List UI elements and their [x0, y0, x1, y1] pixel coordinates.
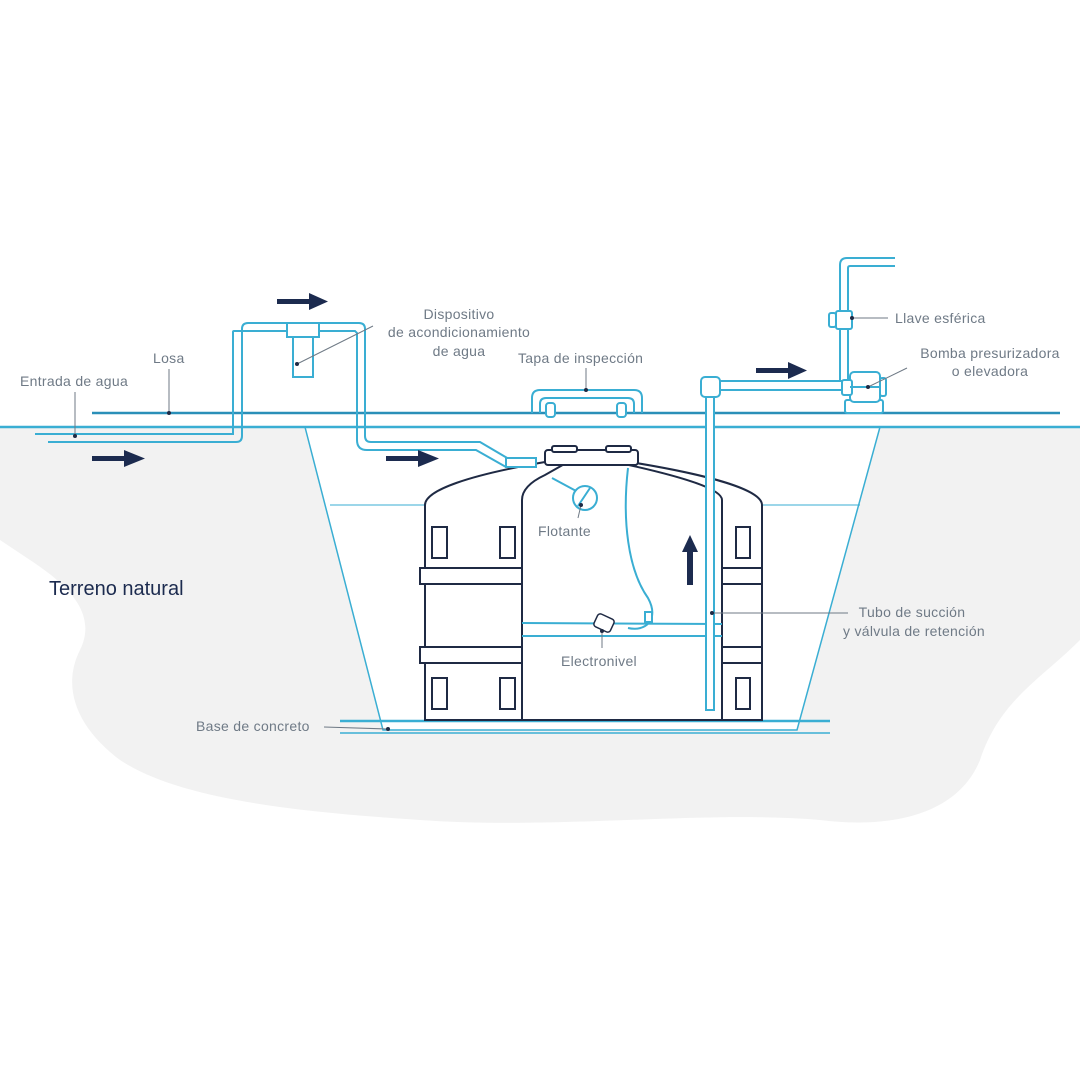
- flow-arrow: [277, 293, 328, 310]
- label-losa: Losa: [153, 350, 185, 366]
- conditioning-device: [286, 322, 320, 338]
- flow-arrow: [682, 535, 698, 585]
- flow-arrow: [756, 362, 807, 379]
- label-terreno-natural: Terreno natural: [49, 578, 184, 600]
- tank: [419, 445, 763, 721]
- pump: [841, 371, 887, 414]
- label-tubo-1: Tubo de succión: [859, 604, 966, 620]
- label-electronivel: Electronivel: [561, 653, 637, 669]
- flow-arrow: [92, 450, 145, 467]
- suction-pipe: [700, 257, 895, 711]
- label-dispositivo-3: de agua: [433, 343, 486, 359]
- label-llave-esferica: Llave esférica: [895, 310, 986, 326]
- inlet-pipe: [35, 322, 537, 468]
- label-dispositivo-2: de acondicionamiento: [388, 324, 530, 340]
- label-bomba-2: o elevadora: [952, 363, 1028, 379]
- float-valve: [572, 485, 598, 511]
- label-tubo-2: y válvula de retención: [843, 623, 985, 639]
- label-bomba-1: Bomba presurizadora: [920, 345, 1060, 361]
- label-entrada-de-agua: Entrada de agua: [20, 373, 128, 389]
- label-flotante: Flotante: [538, 523, 591, 539]
- label-dispositivo-1: Dispositivo: [424, 306, 495, 322]
- ball-valve: [835, 310, 853, 330]
- flow-arrow: [386, 450, 439, 467]
- label-base-de-concreto: Base de concreto: [196, 718, 310, 734]
- label-tapa-de-inspeccion: Tapa de inspección: [518, 350, 643, 366]
